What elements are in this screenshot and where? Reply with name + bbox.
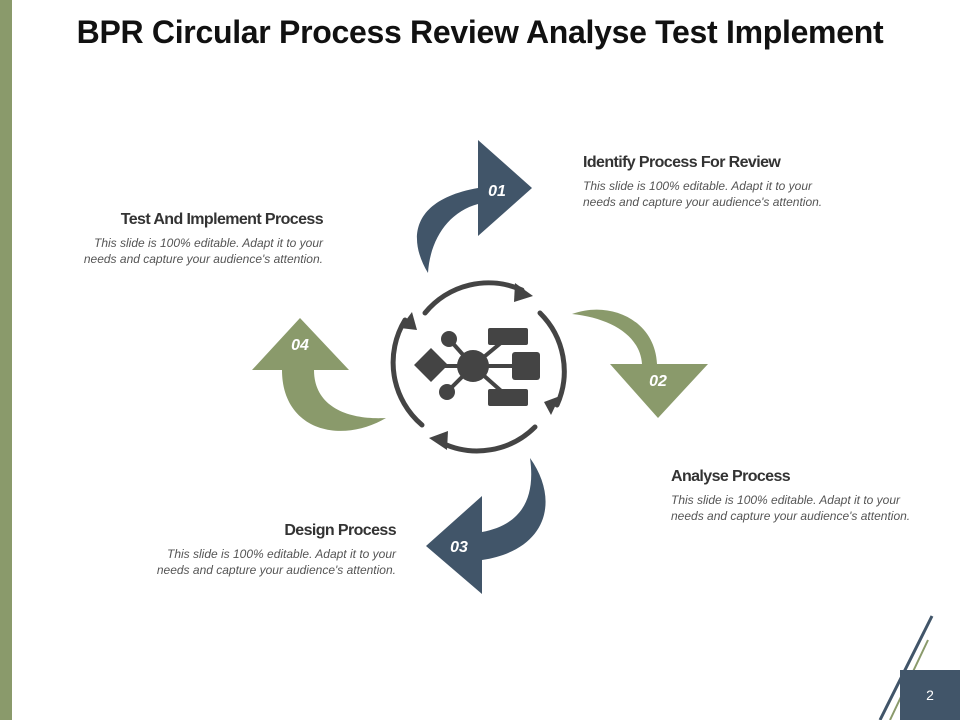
step-04-description: This slide is 100% editable. Adapt it to… bbox=[83, 236, 323, 266]
step-03-text: Design Process This slide is 100% editab… bbox=[156, 522, 397, 578]
step-01-number: 01 bbox=[488, 183, 506, 200]
step-03-arrow: 03 bbox=[426, 458, 546, 594]
step-04-number: 04 bbox=[291, 337, 309, 354]
step-03-heading: Design Process bbox=[284, 522, 396, 539]
process-hierarchy-icon bbox=[390, 280, 567, 454]
org-chart-icon bbox=[414, 328, 540, 406]
step-04-arrow: 04 bbox=[252, 318, 386, 431]
left-accent-bar bbox=[0, 0, 12, 720]
step-04-heading: Test And Implement Process bbox=[120, 211, 324, 228]
step-03-description: This slide is 100% editable. Adapt it to… bbox=[156, 547, 396, 577]
step-02-text: Analyse Process This slide is 100% edita… bbox=[671, 468, 911, 524]
step-01-heading: Identify Process For Review bbox=[583, 154, 781, 171]
step-02-arrow: 02 bbox=[572, 309, 708, 418]
step-02-heading: Analyse Process bbox=[671, 468, 791, 485]
page-number: 2 bbox=[900, 670, 960, 720]
step-02-number: 02 bbox=[649, 373, 667, 390]
step-01-arrow: 01 bbox=[416, 140, 532, 273]
step-03-number: 03 bbox=[450, 539, 468, 556]
step-02-description: This slide is 100% editable. Adapt it to… bbox=[671, 493, 911, 523]
step-01-description: This slide is 100% editable. Adapt it to… bbox=[583, 179, 823, 209]
slide-title: BPR Circular Process Review Analyse Test… bbox=[76, 14, 884, 50]
step-01-text: Identify Process For Review This slide i… bbox=[583, 154, 823, 210]
step-04-text: Test And Implement Process This slide is… bbox=[83, 211, 324, 267]
